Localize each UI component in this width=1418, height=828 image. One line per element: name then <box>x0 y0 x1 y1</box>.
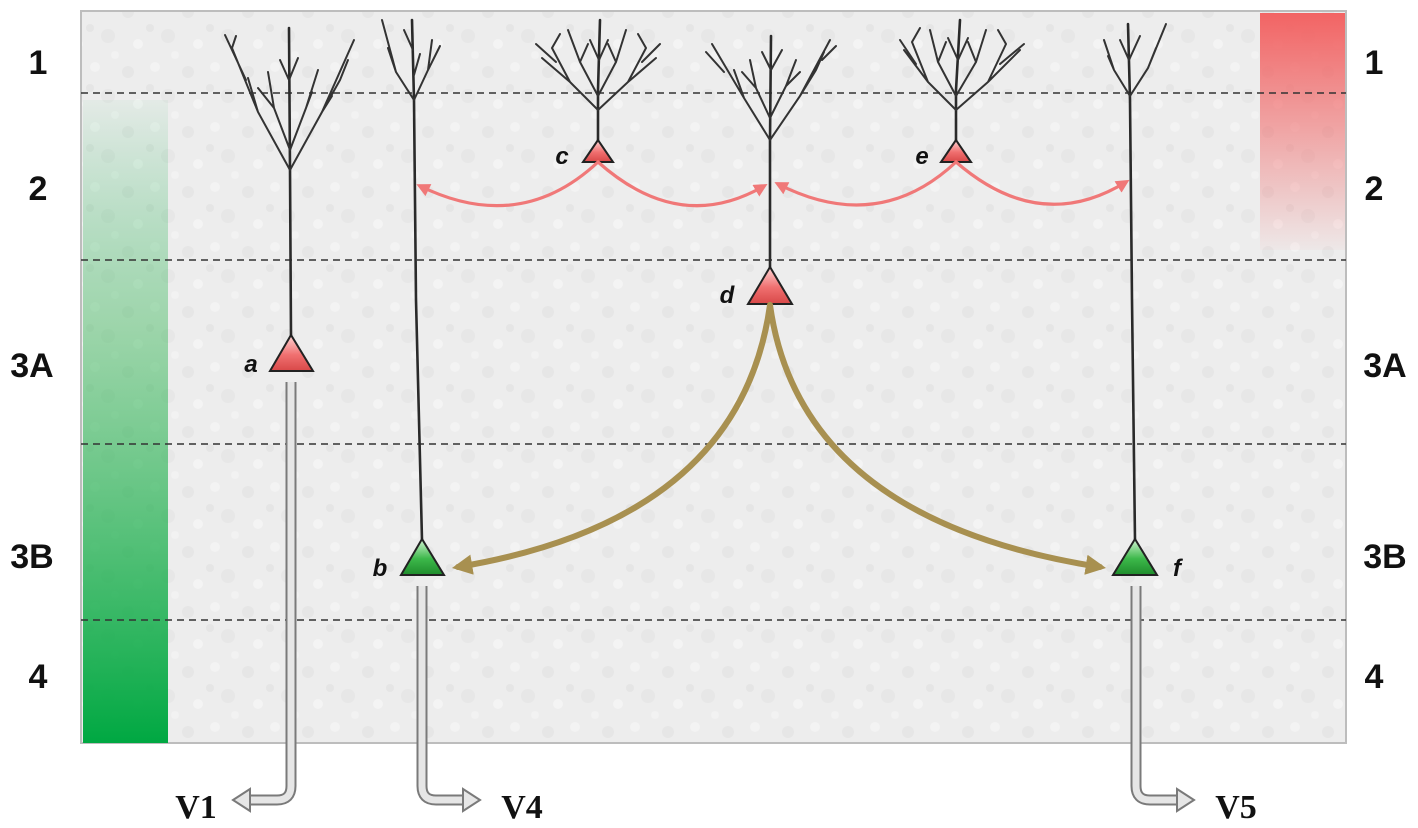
axon-f-arrowhead <box>1176 787 1196 813</box>
green-gradient-bar <box>83 100 168 743</box>
connection-c-to-b-arrow <box>416 160 600 208</box>
layer-label-right-4: 4 <box>1365 658 1384 696</box>
axon-f-to-v5 <box>1130 586 1196 813</box>
neuron-a: a <box>224 26 355 378</box>
red-gradient-bar <box>1260 13 1345 250</box>
neuron-b: b <box>373 18 446 582</box>
neuron-a-label: a <box>244 351 257 378</box>
connection-d-to-f-arrow <box>767 302 1107 575</box>
neuron-a-soma <box>268 333 315 372</box>
neuron-b-dendritic-tuft <box>381 19 441 101</box>
layer-label-right-1: 1 <box>1365 44 1384 82</box>
layer-label-left-4: 4 <box>29 658 48 696</box>
neuron-d-label: d <box>720 282 736 309</box>
target-label-v1: V1 <box>175 789 217 826</box>
layer-label-left-2: 2 <box>29 170 48 208</box>
neuron-a-dendritic-tuft <box>224 34 355 171</box>
layer-label-left-3a: 3A <box>10 347 53 385</box>
neuron-c: c <box>535 18 661 170</box>
connection-e-to-d-arrow <box>774 160 958 207</box>
neuron-f-label: f <box>1173 555 1183 582</box>
connection-d-to-b-arrow <box>451 302 773 575</box>
layer-label-left-3b: 3B <box>10 538 53 576</box>
connection-c-to-d-arrow <box>596 160 768 208</box>
neuron-f: f <box>1103 22 1183 582</box>
neuron-b-label: b <box>373 555 388 582</box>
neuron-c-dendritic-tuft <box>535 29 661 111</box>
target-label-v5: V5 <box>1215 789 1257 826</box>
red-connections <box>416 160 1130 208</box>
gold-connections <box>451 302 1107 575</box>
neuron-b-apical-dendrite <box>410 18 424 542</box>
neuron-b-soma <box>399 537 446 576</box>
neuron-f-apical-dendrite <box>1126 22 1137 542</box>
neuron-f-soma <box>1111 537 1159 576</box>
layer-label-right-2: 2 <box>1365 170 1384 208</box>
axon-f-fill <box>1132 586 1186 804</box>
neuron-d-dendritic-tuft <box>705 39 837 141</box>
cortex-panel <box>80 10 1347 744</box>
layer-label-right-3b: 3B <box>1363 538 1406 576</box>
axon-b-fill <box>418 586 472 804</box>
neuron-f-dendritic-tuft <box>1103 23 1167 97</box>
axon-a-to-v1 <box>231 382 297 813</box>
layer-label-left-1: 1 <box>29 44 48 82</box>
axon-a-fill <box>240 382 295 804</box>
neuron-c-label: c <box>555 143 568 170</box>
connection-e-to-f-arrow <box>954 160 1130 206</box>
neuron-c-apical-dendrite <box>596 18 602 142</box>
axon-a-arrowhead <box>231 787 251 813</box>
axon-b-arrowhead <box>462 787 482 813</box>
target-label-v4: V4 <box>501 789 543 826</box>
neuron-e-label: e <box>915 143 928 170</box>
neuron-e-apical-dendrite <box>954 18 962 142</box>
layer-label-right-3a: 3A <box>1363 347 1406 385</box>
axon-b-to-v4 <box>416 586 482 813</box>
neuron-e-dendritic-tuft <box>899 27 1025 111</box>
